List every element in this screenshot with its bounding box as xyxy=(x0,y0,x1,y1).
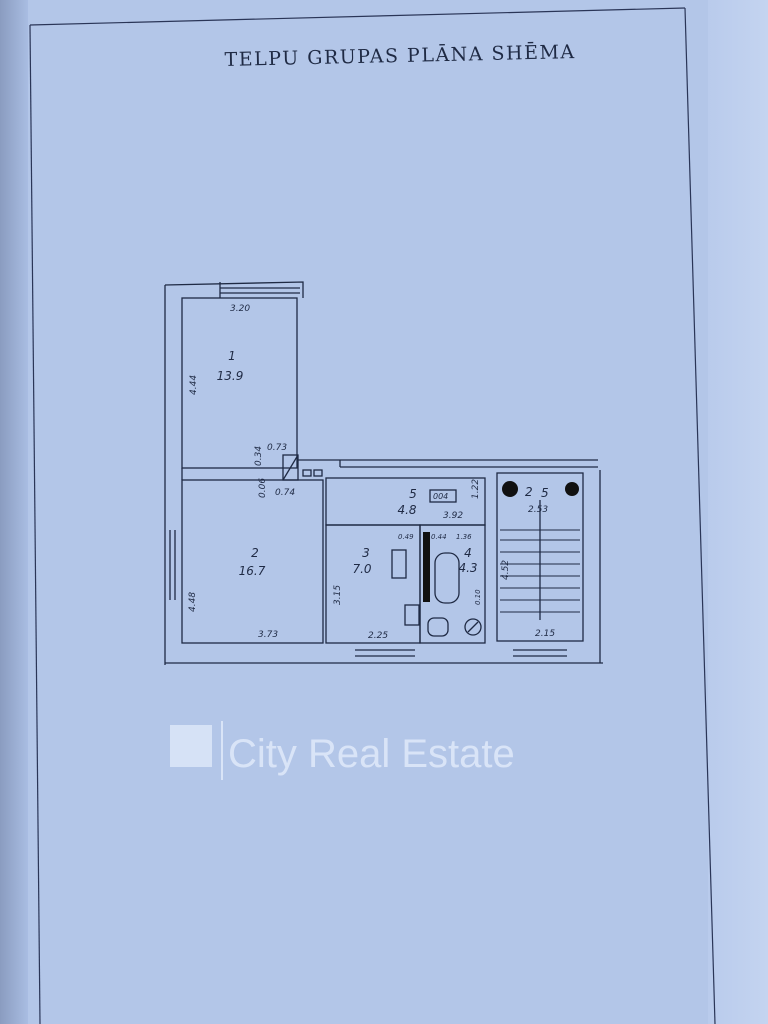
dim: 0.73 xyxy=(267,443,287,453)
dim: 0.74 xyxy=(275,488,295,498)
frame xyxy=(29,7,716,1024)
dim: 3.92 xyxy=(443,511,463,521)
dim: 0.10 xyxy=(474,589,482,605)
chimney-mark xyxy=(565,482,579,496)
watermark-text: City Real Estate xyxy=(228,732,515,776)
room-1-area: 13.9 xyxy=(217,369,244,383)
stair-area: 2.53 xyxy=(528,505,548,515)
dim: 3.15 xyxy=(333,585,343,605)
heater xyxy=(423,532,430,602)
chimney-mark xyxy=(502,481,518,497)
room-3-area: 7.0 xyxy=(352,562,371,576)
dim: 2.15 xyxy=(535,629,555,639)
room-1-number: 1 xyxy=(228,349,236,363)
dim: 3.20 xyxy=(230,304,250,314)
watermark-logo xyxy=(170,725,212,767)
stair-number: 5 xyxy=(541,486,549,500)
stair-prefix: 2 xyxy=(525,485,533,499)
dim: 3.73 xyxy=(258,630,278,640)
dim: 0.44 xyxy=(431,533,447,541)
dim: 0.34 xyxy=(254,446,264,466)
room-4-area: 4.3 xyxy=(458,561,477,575)
dim: 0.06 xyxy=(258,478,268,498)
page-title: TELPU GRUPAS PLĀNA SHĒMA xyxy=(224,40,576,71)
room-5-number: 5 xyxy=(409,487,417,501)
dim: 1.36 xyxy=(456,533,472,541)
paper-edge-right xyxy=(708,0,768,1024)
floor-plan xyxy=(164,281,603,665)
room-3-number: 3 xyxy=(362,546,370,560)
room-4-number: 4 xyxy=(464,546,472,560)
dim: 4.52 xyxy=(501,560,511,580)
dim: 0.49 xyxy=(398,533,414,541)
room-5-area: 4.8 xyxy=(397,503,416,517)
room-2-area: 16.7 xyxy=(239,564,266,578)
dim: 2.25 xyxy=(368,631,388,641)
dim: 4.48 xyxy=(188,592,198,612)
paper-edge-left xyxy=(0,0,28,1024)
dim: 4.44 xyxy=(189,375,199,395)
room-2-number: 2 xyxy=(251,546,259,560)
dim: 1.22 xyxy=(471,479,481,499)
code-label: 004 xyxy=(433,492,448,501)
